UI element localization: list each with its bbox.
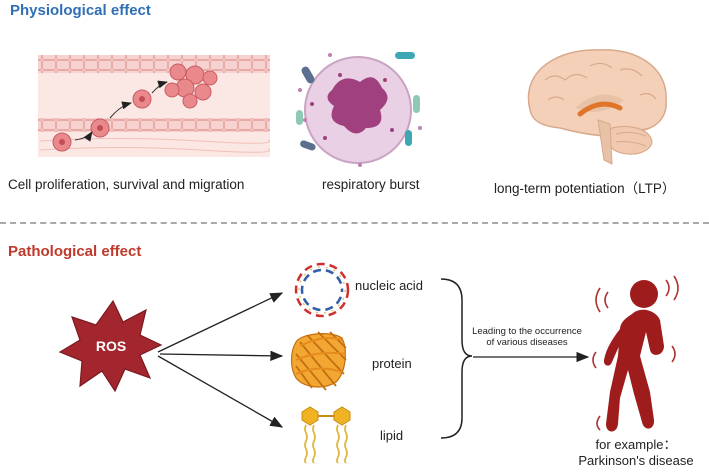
label-lipid: lipid [380,428,404,443]
parkinson-figure-icon [592,275,679,432]
blood-vessel-illustration [38,55,270,157]
example-text: for example： Parkinson's disease [566,437,706,469]
section-divider [0,222,709,224]
label-nucleic-acid: nucleic acid [355,278,423,293]
protein-barrel-icon [290,331,347,391]
physiological-effect-title: Physiological effect [10,2,151,19]
outcome-line-2: of various diseases [486,337,568,348]
caption-ltp: long-term potentiation（LTP） [494,181,676,196]
ros-label: ROS [96,338,126,354]
label-protein: protein [372,356,412,371]
pathological-effect-title: Pathological effect [8,243,142,260]
grouping-bracket [440,278,473,439]
example-line-2: Parkinson's disease [578,453,694,468]
caption-cell-proliferation: Cell proliferation, survival and migrati… [8,177,245,192]
arrow-ros-to-nucleic-acid [157,292,284,353]
caption-respiratory-burst: respiratory burst [322,177,420,192]
neutrophil-illustration [296,52,422,167]
lipid-icon [301,406,351,464]
brain-illustration [527,49,667,165]
migrating-cell-icons [52,63,218,152]
arrow-ros-to-protein [159,350,284,362]
arrow-ros-to-lipid [157,355,284,428]
dna-ring-icon [294,262,350,318]
outcome-line-1: Leading to the occurrence [472,326,582,337]
outcome-text: Leading to the occurrence of various dis… [462,326,592,348]
ros-burst: ROS [58,299,163,393]
example-line-1: for example： [595,437,677,452]
